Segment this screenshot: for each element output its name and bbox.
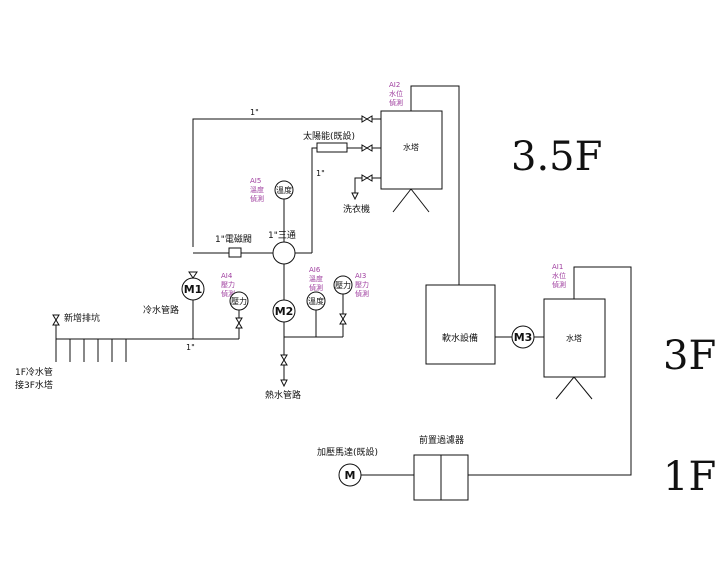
valve-ai3 [339,313,347,325]
softener [425,284,496,365]
svg-text:偵測: 偵測 [221,289,235,298]
pipe-solar-down [311,147,317,253]
svg-text:AI3: AI3 [355,272,366,280]
tower-3-5f: 水塔 [380,110,443,213]
floor-label-3-5f: 3.5F [511,134,602,180]
motor-m2-label: M2 [275,305,294,318]
motor-booster [338,463,362,487]
new-trough-label: 新增排坑 [64,312,100,324]
washer-label: 洗衣機 [343,203,370,215]
sensor-ai2-detect: 偵測 [389,98,403,107]
svg-text:溫度: 溫度 [250,185,264,194]
inlet-label-1: 1F冷水管 [15,366,53,378]
sensor-ai1: AI1 水位 偵測 [552,263,566,289]
svg-text:壓力: 壓力 [355,280,369,289]
tower-top-label: 水塔 [403,142,419,152]
tower-3f: 水塔 [543,298,606,400]
valve-ai4 [235,317,243,329]
solar-heater [316,142,348,153]
svg-text:溫度: 溫度 [309,274,323,283]
floor-label-1f: 1F [663,454,716,500]
valve-washer [361,174,373,182]
solenoid-valve [228,247,242,258]
sensor-ai3: AI3 壓力 偵測 [355,272,369,298]
softener-label: 軟水設備 [442,332,478,344]
sensor-ai5: AI5 溫度 偵測 [250,177,264,203]
valve-trough [52,314,60,326]
svg-text:水位: 水位 [552,271,566,280]
motor-booster-label: M [345,469,356,482]
gauge-ai5-label: 溫度 [276,185,292,195]
valve-top [361,115,373,123]
pipe-washer [354,177,381,198]
svg-text:壓力: 壓力 [221,280,235,289]
svg-text:AI1: AI1 [552,263,563,271]
sensor-ai4: AI4 壓力 偵測 [221,272,235,298]
hot-pipe-label: 熱水管路 [265,389,301,401]
tee-label: 1"三通 [268,230,296,241]
svg-text:偵測: 偵測 [250,194,264,203]
trough-drops [55,339,127,362]
motor-m1-label: M1 [184,283,203,296]
floor-label-3f: 3F [663,333,716,379]
svg-text:偵測: 偵測 [552,280,566,289]
svg-text:AI4: AI4 [221,272,233,280]
booster-label: 加壓馬達(既設) [317,446,378,458]
sensor-ai2-id: AI2 [389,81,400,89]
level-line-top [410,85,460,285]
sensor-ai2-type: 水位 [389,89,403,98]
arrow-hot [280,379,288,388]
svg-text:偵測: 偵測 [355,289,369,298]
inlet-label-2: 接3F水塔 [15,379,53,391]
svg-text:AI6: AI6 [309,266,321,274]
valve-hot [280,354,288,366]
svg-text:偵測: 偵測 [309,283,323,292]
solar-label: 太陽能(既設) [303,130,355,142]
sensor-ai2: AI2 水位 偵測 [389,81,403,107]
tee-fitting [272,241,296,265]
arrow-m1 [188,271,198,279]
gauge-ai3-label: 壓力 [335,280,351,290]
prefilter-label: 前置過濾器 [419,434,464,446]
cold-pipe-label: 冷水管路 [143,304,179,316]
pipe-top-1inch [192,118,381,247]
valve-solar [361,144,373,152]
gauge-ai6-label: 溫度 [308,296,324,306]
solenoid-label: 1"電磁閥 [215,233,252,245]
pipe-3f-return [468,266,632,476]
tower-3f-label: 水塔 [566,333,582,343]
pipe-size-bottom: 1" [186,343,195,352]
pipe-size-top: 1" [250,108,259,117]
gauge-ai4-label: 壓力 [231,296,247,306]
svg-text:AI5: AI5 [250,177,261,185]
sensor-ai6: AI6 溫度 偵測 [309,266,323,292]
washer-arrow [351,192,359,201]
motor-m3-label: M3 [514,331,533,344]
pipe-size-solar: 1" [316,169,325,178]
